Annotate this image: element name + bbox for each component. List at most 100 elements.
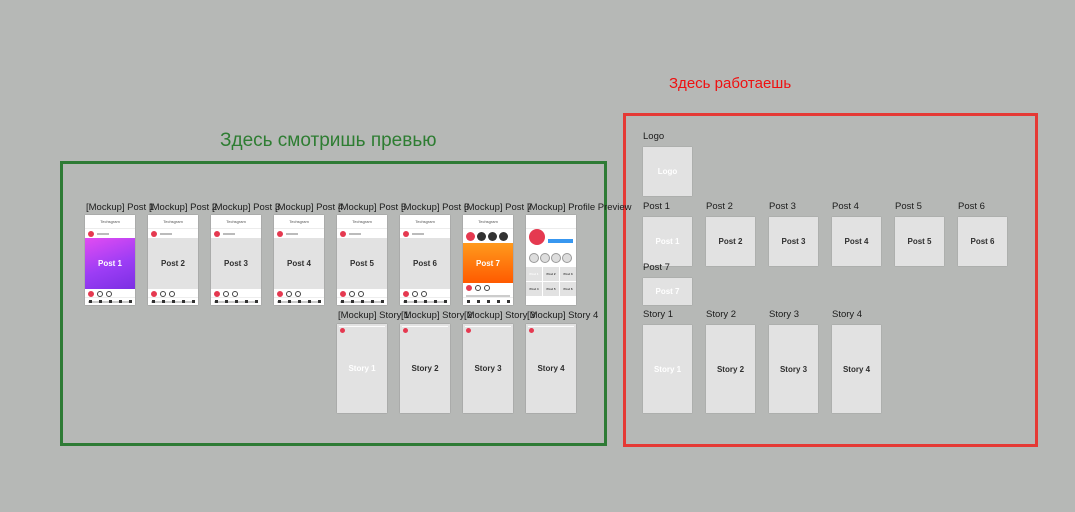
app-title: Techsgram xyxy=(400,215,450,229)
search-icon xyxy=(161,300,165,303)
mockup-post-7[interactable]: Techsgram Post 7 xyxy=(463,215,513,305)
mockup-profile-preview[interactable]: Post 1 Post 2 Post 3 Post 4 Post 5 Post … xyxy=(526,215,576,305)
profile-grid-cell: Post 1 xyxy=(526,267,542,281)
bottom-nav xyxy=(211,297,261,305)
post-user-row xyxy=(337,229,387,238)
logo-caption: Logo xyxy=(643,131,665,142)
profile-grid-cell: Post 2 xyxy=(543,267,559,281)
profile-icon xyxy=(128,300,132,303)
post-component-1[interactable]: Post 1 xyxy=(643,217,692,266)
comment-icon xyxy=(223,291,229,297)
mockup-post-2[interactable]: Techsgram Post 2 xyxy=(148,215,198,305)
post-user-row xyxy=(148,229,198,238)
mockup-post-6[interactable]: Techsgram Post 6 xyxy=(400,215,450,305)
story-progress-bar xyxy=(465,326,511,327)
post-image: Post 1 xyxy=(85,238,135,289)
app-title: Techsgram xyxy=(337,215,387,229)
profile-icon xyxy=(506,300,510,303)
home-icon xyxy=(403,300,407,303)
story-component-3[interactable]: Story 3 xyxy=(769,325,818,413)
post-component-6[interactable]: Post 6 xyxy=(958,217,1007,266)
home-icon xyxy=(214,300,218,303)
logo-component[interactable]: Logo xyxy=(643,147,692,196)
heart-icon xyxy=(466,285,472,291)
post-component-3[interactable]: Post 3 xyxy=(769,217,818,266)
mockup-story-3[interactable]: Story 3 xyxy=(463,324,513,413)
home-icon xyxy=(151,300,155,303)
profile-grid: Post 1 Post 2 Post 3 Post 4 Post 5 Post … xyxy=(526,267,576,296)
story-label: Story 1 xyxy=(348,364,376,373)
post-component-5[interactable]: Post 5 xyxy=(895,217,944,266)
post-component-4[interactable]: Post 4 xyxy=(832,217,881,266)
username-placeholder xyxy=(160,232,172,235)
mockup-caption-post-2: [Mockup] Post 2 xyxy=(149,202,218,213)
story-caption-1: Story 1 xyxy=(643,309,674,320)
caption-line xyxy=(466,295,510,297)
post-user-row xyxy=(274,229,324,238)
story-component-1[interactable]: Story 1 xyxy=(643,325,692,413)
share-icon xyxy=(484,285,490,291)
home-icon xyxy=(88,300,92,303)
post-caption-2: Post 2 xyxy=(706,201,733,212)
avatar xyxy=(499,231,508,241)
comment-icon xyxy=(475,285,481,291)
avatar xyxy=(529,328,534,333)
mockup-story-2[interactable]: Story 2 xyxy=(400,324,450,413)
work-heading: Здесь работаешь xyxy=(669,75,792,92)
story-component-4[interactable]: Story 4 xyxy=(832,325,881,413)
app-title: Techsgram xyxy=(463,215,513,229)
post-component-7[interactable]: Post 7 xyxy=(643,278,692,305)
post-caption-4: Post 4 xyxy=(832,201,859,212)
post-image: Post 6 xyxy=(400,238,450,289)
story-component-2[interactable]: Story 2 xyxy=(706,325,755,413)
post-actions xyxy=(85,289,135,299)
post-actions xyxy=(337,289,387,299)
add-icon xyxy=(360,300,364,303)
mockup-story-4[interactable]: Story 4 xyxy=(526,324,576,413)
bottom-nav xyxy=(274,297,324,305)
story-caption-3: Story 3 xyxy=(769,309,800,320)
mockup-post-5[interactable]: Techsgram Post 5 xyxy=(337,215,387,305)
post-image: Post 2 xyxy=(148,238,198,289)
search-icon xyxy=(476,300,480,303)
mockup-post-4[interactable]: Techsgram Post 4 xyxy=(274,215,324,305)
profile-grid-cell: Post 6 xyxy=(560,282,576,296)
post-component-2[interactable]: Post 2 xyxy=(706,217,755,266)
mockup-post-1[interactable]: Techsgram Post 1 xyxy=(85,215,135,305)
share-icon xyxy=(169,291,175,297)
post-user-row xyxy=(211,229,261,238)
mockup-caption-story-4: [Mockup] Story 4 xyxy=(527,310,599,321)
story-progress-bar xyxy=(402,326,448,327)
post-image: Post 4 xyxy=(274,238,324,289)
app-title: Techsgram xyxy=(274,215,324,229)
home-icon xyxy=(466,300,470,303)
mockup-caption-post-7: [Mockup] Post 7 xyxy=(464,202,533,213)
avatar xyxy=(151,230,157,237)
username-placeholder xyxy=(286,232,298,235)
username-placeholder xyxy=(412,232,424,235)
heart-icon xyxy=(181,300,185,303)
avatar xyxy=(277,230,283,237)
story-avatars-row xyxy=(463,229,513,243)
profile-icon xyxy=(443,300,447,303)
search-icon xyxy=(224,300,228,303)
mockup-story-1[interactable]: Story 1 xyxy=(337,324,387,413)
story-caption-2: Story 2 xyxy=(706,309,737,320)
work-frame[interactable] xyxy=(623,113,1038,447)
profile-icon xyxy=(380,300,384,303)
post-actions xyxy=(400,289,450,299)
profile-grid-cell: Post 3 xyxy=(560,267,576,281)
post-actions xyxy=(148,289,198,299)
post-caption-5: Post 5 xyxy=(895,201,922,212)
mockup-caption-profile-preview: [Mockup] Profile Preview xyxy=(527,202,632,213)
search-icon xyxy=(98,300,102,303)
heart-icon xyxy=(214,291,220,297)
add-icon xyxy=(297,300,301,303)
heart-icon xyxy=(307,300,311,303)
mockup-post-3[interactable]: Techsgram Post 3 xyxy=(211,215,261,305)
profile-grid-cell: Post 4 xyxy=(526,282,542,296)
preview-frame[interactable] xyxy=(60,161,607,446)
share-icon xyxy=(421,291,427,297)
heart-icon xyxy=(340,291,346,297)
home-icon xyxy=(277,300,281,303)
